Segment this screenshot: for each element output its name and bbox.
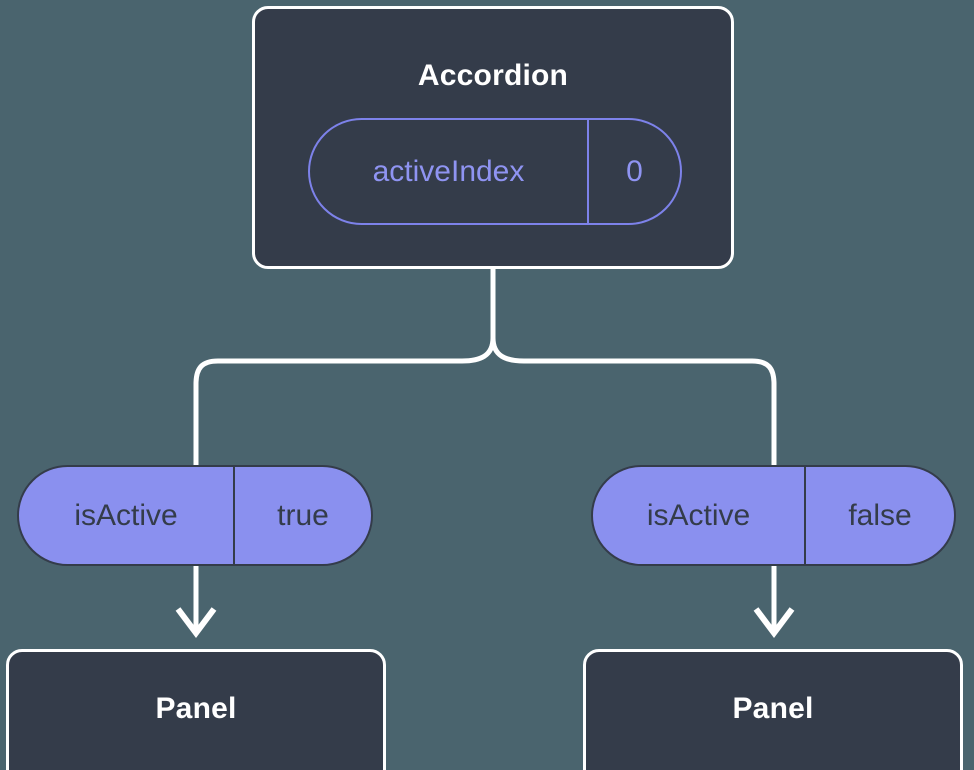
state-pill-active-index[interactable]: activeIndex 0 [308,118,682,225]
state-pill-active-index-key: activeIndex [310,120,589,223]
node-panel-left[interactable]: Panel [6,649,386,770]
connector-arrow-left-head [175,607,217,638]
node-panel-right[interactable]: Panel [583,649,963,770]
node-accordion-title: Accordion [417,59,569,92]
node-panel-left-title: Panel [155,692,237,725]
state-pill-active-index-value: 0 [626,154,643,188]
connector-fork-left [193,337,496,465]
connector-fork-right [490,337,777,465]
prop-pill-is-active-true[interactable]: isActive true [17,465,373,566]
prop-pill-is-active-true-key: isActive [19,467,235,564]
prop-pill-is-active-false-value: false [848,498,912,532]
node-panel-right-title: Panel [732,692,814,725]
prop-pill-is-active-false[interactable]: isActive false [591,465,956,566]
connector-arrow-right-head [753,607,795,638]
prop-pill-is-active-false-key: isActive [593,467,806,564]
prop-pill-is-active-true-value: true [277,498,329,532]
